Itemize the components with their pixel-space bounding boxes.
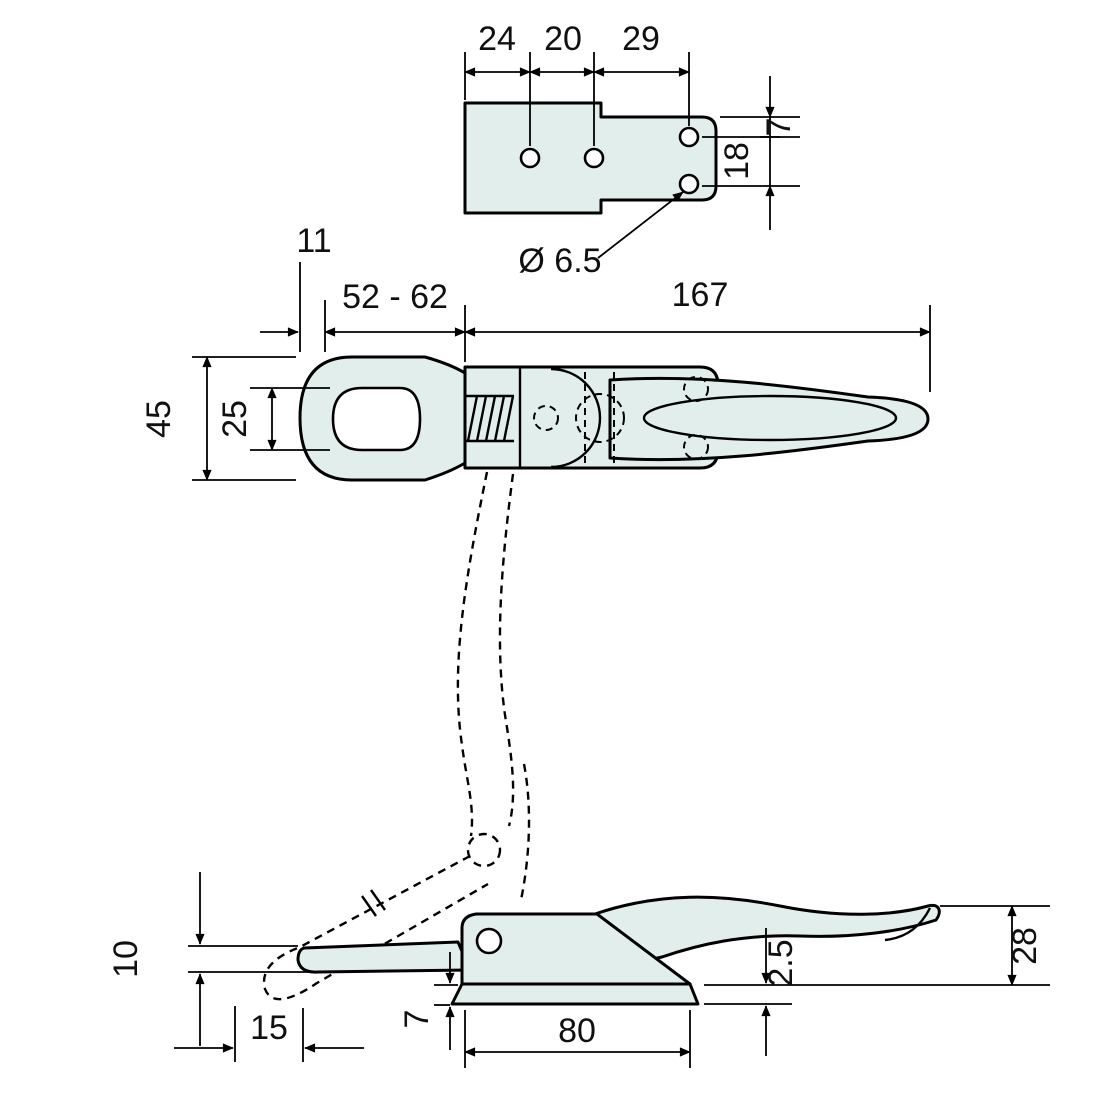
- dim-label-45: 45: [140, 400, 178, 438]
- open-position-dashed: [262, 471, 531, 1001]
- side-view-dimensions: [174, 872, 1050, 1068]
- dim-label-20: 20: [544, 20, 582, 58]
- dim-label-167: 167: [672, 276, 729, 314]
- dim-label-15: 15: [250, 1009, 288, 1047]
- front-view-dimensions: [192, 262, 931, 481]
- dim-label-29: 29: [622, 20, 660, 58]
- dim-label-2-5: 2.5: [762, 939, 800, 986]
- dim-label-80: 80: [558, 1012, 596, 1050]
- dim-label-7-bottom: 7: [398, 1010, 436, 1029]
- dim-label-11: 11: [296, 222, 331, 260]
- dim-label-7-right: 7: [760, 118, 798, 137]
- dim-label-28: 28: [1006, 927, 1044, 965]
- top-view-dimensions: [464, 52, 800, 259]
- spindle-thread: [466, 394, 515, 443]
- dim-label-10: 10: [107, 940, 145, 978]
- front-view-latch: [298, 355, 930, 482]
- side-view-latch: [296, 895, 941, 1006]
- dim-label-25: 25: [216, 400, 254, 438]
- hole-diameter-callout: Ø 6.5: [518, 242, 601, 280]
- dim-label-52-62: 52 - 62: [342, 278, 448, 316]
- dim-label-24: 24: [478, 20, 516, 58]
- dim-label-18: 18: [718, 142, 756, 180]
